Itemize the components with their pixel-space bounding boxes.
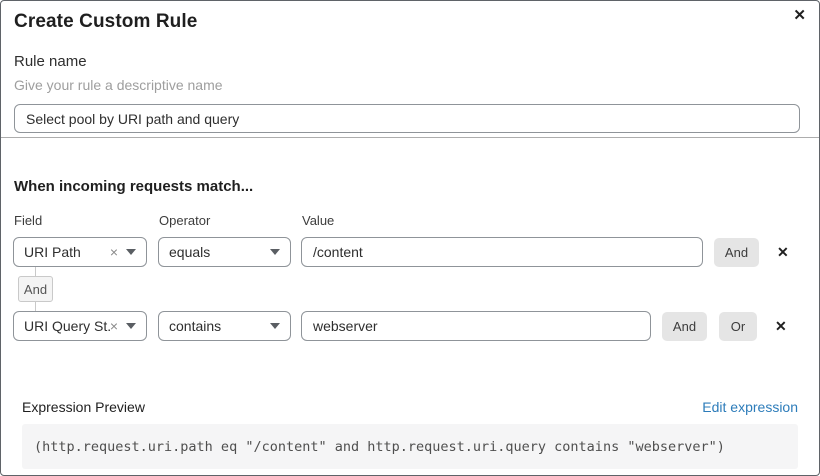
dialog-title: Create Custom Rule xyxy=(14,11,198,32)
value-input[interactable] xyxy=(301,311,651,341)
add-and-button[interactable]: And xyxy=(662,311,707,341)
rule-name-input[interactable] xyxy=(14,104,800,133)
expression-code-block: (http.request.uri.path eq "/content" and… xyxy=(22,424,798,469)
field-select-value: URI Path xyxy=(24,244,81,260)
chevron-down-icon xyxy=(270,249,280,255)
operator-select-value: contains xyxy=(169,318,222,334)
remove-condition-icon[interactable]: ✕ xyxy=(775,318,787,334)
connector-line xyxy=(35,302,36,311)
dialog-header: Create Custom Rule ✕ xyxy=(1,1,819,33)
connector-and-badge[interactable]: And xyxy=(18,276,53,302)
field-select-value: URI Query St... xyxy=(24,318,110,334)
chevron-down-icon xyxy=(270,323,280,329)
expression-preview-header: Expression Preview Edit expression xyxy=(1,399,819,415)
operator-column-label: Operator xyxy=(159,213,211,228)
value-input[interactable] xyxy=(301,237,703,267)
rule-name-label: Rule name xyxy=(14,53,87,70)
field-select[interactable]: URI Path × xyxy=(13,237,147,267)
expression-code: (http.request.uri.path eq "/content" and… xyxy=(34,438,725,455)
edit-expression-link[interactable]: Edit expression xyxy=(702,399,798,415)
operator-select[interactable]: equals xyxy=(158,237,291,267)
chevron-down-icon xyxy=(126,323,136,329)
rule-name-section: Rule name Give your rule a descriptive n… xyxy=(1,53,819,133)
clear-selection-icon[interactable]: × xyxy=(109,244,118,260)
add-or-button[interactable]: Or xyxy=(719,311,757,341)
expression-preview-label: Expression Preview xyxy=(22,399,145,415)
condition-row: URI Query St... × contains And Or ✕ xyxy=(1,311,819,341)
connector-line xyxy=(35,267,36,276)
section-divider xyxy=(1,137,819,138)
field-column-label: Field xyxy=(14,213,43,228)
operator-select-value: equals xyxy=(169,244,211,260)
rule-name-help: Give your rule a descriptive name xyxy=(14,77,223,93)
match-heading: When incoming requests match... xyxy=(14,178,254,195)
add-and-button[interactable]: And xyxy=(714,237,759,267)
field-select[interactable]: URI Query St... × xyxy=(13,311,147,341)
operator-select[interactable]: contains xyxy=(158,311,291,341)
value-column-label: Value xyxy=(302,213,335,228)
remove-condition-icon[interactable]: ✕ xyxy=(777,244,789,260)
clear-selection-icon[interactable]: × xyxy=(109,318,118,334)
logic-connector: And xyxy=(1,267,819,311)
chevron-down-icon xyxy=(126,249,136,255)
column-labels: Field Operator Value xyxy=(1,213,819,228)
condition-row: URI Path × equals And ✕ xyxy=(1,237,819,267)
close-icon[interactable]: ✕ xyxy=(793,7,806,24)
